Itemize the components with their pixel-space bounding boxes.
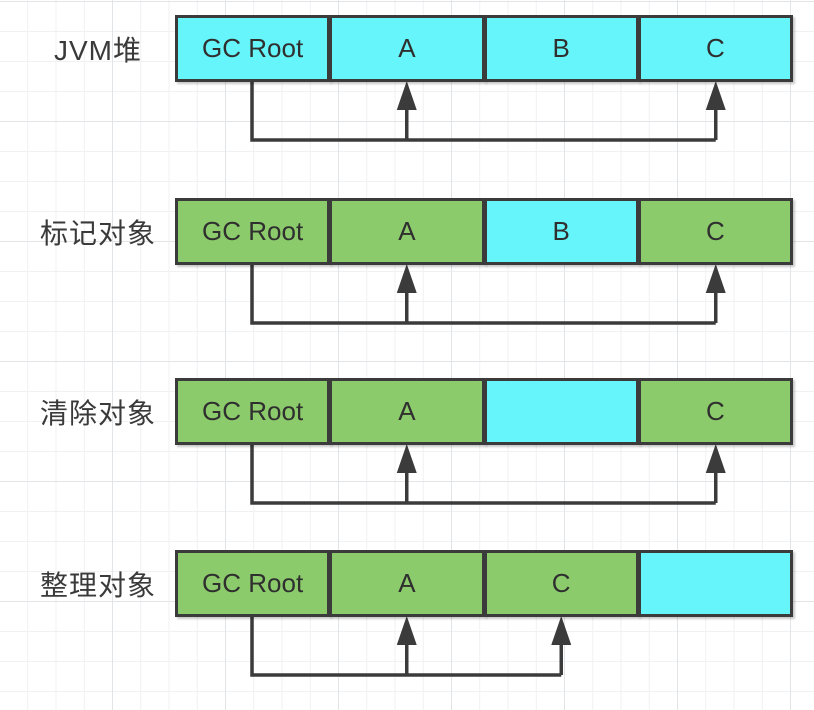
heap-cell: GC Root	[175, 15, 331, 82]
stage-label: 清除对象	[39, 397, 156, 429]
heap-cell: A	[329, 550, 485, 617]
heap-cell: A	[329, 15, 485, 82]
heap-cell	[483, 378, 639, 445]
stage-label: JVM堆	[53, 34, 142, 66]
heap-cell: B	[483, 15, 639, 82]
heap-cell: C	[637, 15, 793, 82]
heap-cell: B	[483, 198, 639, 265]
heap-cell: C	[483, 550, 639, 617]
heap-cell: GC Root	[175, 550, 331, 617]
stage-label: 整理对象	[39, 569, 156, 601]
heap-cell: C	[637, 378, 793, 445]
heap-cell: A	[329, 198, 485, 265]
heap-cell: C	[637, 198, 793, 265]
heap-cell: GC Root	[175, 378, 331, 445]
heap-cell	[637, 550, 793, 617]
heap-cell: GC Root	[175, 198, 331, 265]
stage-label: 标记对象	[39, 217, 156, 249]
heap-cell: A	[329, 378, 485, 445]
